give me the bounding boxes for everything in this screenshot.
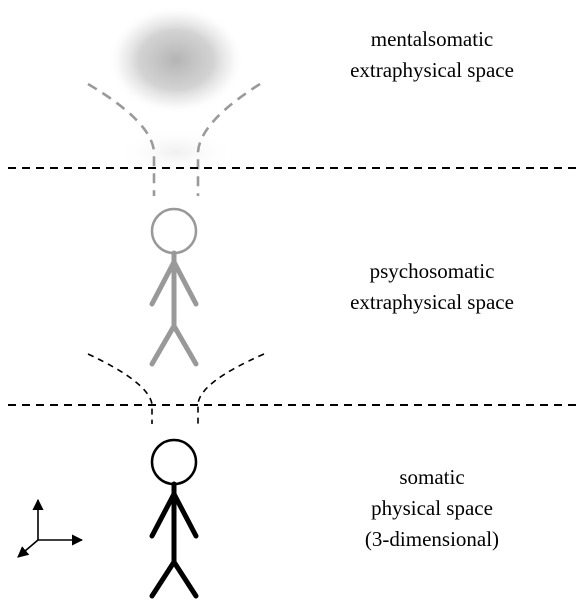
somatic-label-line3: (3-dimensional): [364, 527, 500, 551]
soma-figure-icon: [149, 438, 199, 599]
mentalsomatic-label-line2: extraphysical space: [350, 58, 514, 82]
3d-axes-icon: [17, 498, 84, 558]
psychosoma-figure-icon: [149, 207, 199, 367]
psychosomatic-space-label: psychosomatic extraphysical space: [312, 256, 552, 318]
somatic-label-line1: somatic: [399, 465, 465, 489]
lower-tunnel-lines: [87, 353, 265, 424]
upper-tunnel-lines: [87, 82, 261, 196]
somatic-label-line2: physical space: [371, 496, 493, 520]
mentalsoma-orb-icon: [108, 6, 244, 178]
mentalsomatic-label-line1: mentalsomatic: [370, 27, 494, 51]
mentalsomatic-space-label: mentalsomatic extraphysical space: [312, 24, 552, 86]
somatic-space-label: somatic physical space (3-dimensional): [312, 462, 552, 555]
psychosomatic-label-line1: psychosomatic: [369, 259, 495, 283]
psychosomatic-label-line2: extraphysical space: [350, 290, 514, 314]
